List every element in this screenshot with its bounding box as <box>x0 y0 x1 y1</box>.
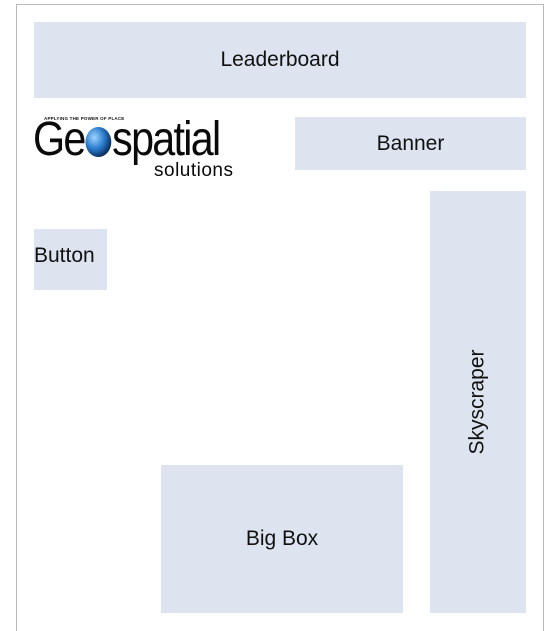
logo-word-left: Ge <box>33 113 86 166</box>
big-box-slot: Big Box <box>161 465 403 613</box>
logo-tagline: APPLYING THE POWER OF PLACE <box>44 116 125 121</box>
skyscraper-slot: Skyscraper <box>430 191 526 613</box>
logo-subtitle: solutions <box>154 160 234 181</box>
button-label: Button <box>34 244 95 267</box>
globe-icon <box>85 127 112 157</box>
leaderboard-label: Leaderboard <box>220 48 340 71</box>
skyscraper-label: Skyscraper <box>466 349 489 455</box>
leaderboard-slot: Leaderboard <box>34 22 526 98</box>
big-box-label: Big Box <box>245 527 319 550</box>
geospatial-solutions-logo: APPLYING THE POWER OF PLACE Ge spatial so… <box>33 116 258 184</box>
page-frame <box>16 4 544 631</box>
logo-word-right: spatial <box>112 113 221 166</box>
banner-label: Banner <box>376 131 445 155</box>
banner-slot: Banner <box>295 117 526 170</box>
logo-wordmark: Ge spatial <box>33 113 221 166</box>
button-slot: Button <box>34 229 107 290</box>
